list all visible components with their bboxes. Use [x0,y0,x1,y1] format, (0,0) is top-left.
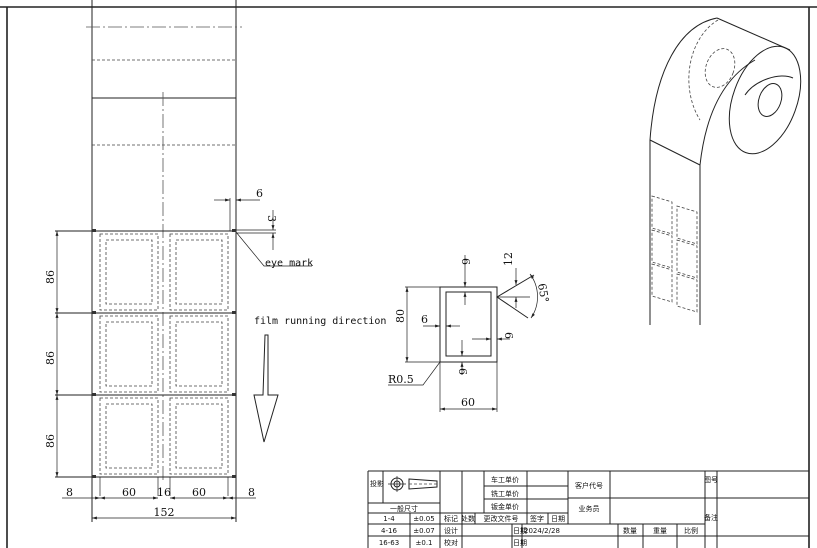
dim-corner-radius: R0.5 [388,373,414,386]
dim-label-width-left: 60 [122,486,136,499]
sheet-border [0,6,817,548]
label-outline [99,233,159,311]
lathe-price-label: 车工单价 [491,475,519,484]
dim-pitch-2: 86 [44,351,57,365]
label-outline [169,397,229,475]
iso-label-outline [651,229,673,269]
date-label-2: 日期 [513,539,527,547]
dim-total-width: 152 [154,506,175,519]
dim-border-bottom: 6 [456,368,469,375]
rev-header: 签字 [530,514,544,523]
tol-value: ±0.1 [416,539,433,547]
general-tolerance-label: 一般尺寸 [390,504,418,513]
drawing-no-label: 图号 [704,476,718,484]
eye-mark-label: eye mark [265,258,313,269]
film-direction-label: film running direction [254,316,386,327]
label-outline [169,315,229,393]
dim-pitch-3: 86 [44,434,57,448]
tol-range: 1-4 [383,515,395,523]
dim-border-right: 6 [502,332,515,339]
iso-label-outline [651,263,673,303]
dim-border-left: 6 [421,313,428,326]
iso-label-outline [676,239,698,279]
dim-margin-left: 8 [66,486,73,499]
roll-isometric-view [649,17,802,325]
remarks-label: 备注 [704,513,718,522]
down-arrow-icon [253,334,279,443]
dim-margin-right: 8 [248,486,255,499]
dim-notch-depth: 12 [502,252,515,266]
dim-width: 60 [461,396,475,409]
dim-gap: 16 [157,486,171,499]
film-strip-view: 86 86 86 8 60 16 60 8 152 6 3 eye mark f… [44,0,386,522]
tol-value: ±0.05 [413,515,434,523]
dim-notch-angle: 65° [535,282,551,303]
projection-label: 投影 [370,479,384,488]
rev-header: 更改文件号 [484,514,519,523]
quantity-label: 数量 [623,526,637,535]
sheet-price-label: 钣金单价 [491,502,519,511]
rev-header: 日期 [551,515,565,523]
iso-label-outline [651,195,673,235]
check-label: 校对 [444,538,458,547]
eye-marks [92,229,236,478]
design-label: 设计 [444,526,458,535]
salesperson-label: 业务员 [579,504,600,513]
title-block: 投影 一般尺寸 1-4 ±0.05 4-16 ±0.07 16-63 ±0.1 … [367,470,809,548]
dim-eye-offset: 6 [256,187,263,200]
projection-symbol-icon [388,476,438,492]
dim-height: 80 [394,309,407,323]
weight-label: 重量 [653,527,667,535]
dim-label-width-right: 60 [192,486,206,499]
customer-code-label: 客户代号 [575,481,603,490]
label-detail-view: 80 60 6 6 6 6 12 65° R0.5 [388,252,551,412]
tol-range: 4-16 [381,527,397,535]
dim-pitch-1: 86 [44,270,57,284]
date-label: 日期 [513,527,527,535]
iso-label-outline [676,273,698,313]
rev-header: 标记 [444,514,458,523]
label-outline [99,315,159,393]
mill-price-label: 铣工单价 [491,489,519,498]
label-outline [99,397,159,475]
date-value: 2024/2/28 [524,527,560,535]
dim-eye-height: 3 [265,215,278,222]
dim-border-top: 6 [459,258,472,265]
scale-label: 比例 [684,526,698,535]
tol-range: 16-63 [379,539,399,547]
tol-value: ±0.07 [413,527,434,535]
iso-label-outline [676,205,698,245]
rev-header: 处数 [461,514,475,523]
label-outline [169,233,229,311]
